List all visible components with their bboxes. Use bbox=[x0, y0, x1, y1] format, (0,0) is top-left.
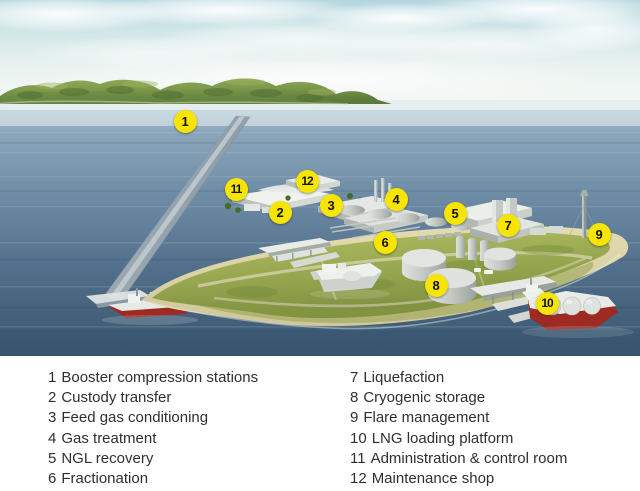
island-landform bbox=[0, 78, 392, 105]
legend-item-label: Liquefaction bbox=[363, 369, 445, 386]
legend-item-number: 6 bbox=[48, 470, 57, 488]
map-marker-6[interactable]: 6 bbox=[373, 230, 397, 254]
legend-item-label: Booster compression stations bbox=[61, 369, 259, 386]
legend-item-number: 9 bbox=[350, 409, 359, 427]
legend-item-number: 10 bbox=[350, 429, 367, 447]
legend-item-label: Feed gas conditioning bbox=[61, 409, 209, 427]
map-marker-2[interactable]: 2 bbox=[268, 200, 292, 224]
legend-item-number: 1 bbox=[48, 369, 57, 386]
legend-item-label: Cryogenic storage bbox=[363, 389, 486, 407]
legend-item-number: 4 bbox=[48, 429, 57, 447]
legend-item-number: 11 bbox=[350, 449, 366, 467]
legend-item-label: NGL recovery bbox=[61, 449, 154, 467]
legend-item-label: LNG loading platform bbox=[371, 429, 514, 447]
legend-item-label: Custody transfer bbox=[61, 389, 172, 407]
map-marker-7[interactable]: 7 bbox=[496, 213, 520, 237]
map-marker-12[interactable]: 12 bbox=[295, 169, 319, 193]
legend-item-label: Flare management bbox=[363, 409, 490, 427]
legend-item-label: Gas treatment bbox=[61, 429, 157, 447]
legend-item-number: 2 bbox=[48, 389, 57, 407]
map-marker-1[interactable]: 1 bbox=[173, 109, 197, 133]
legend-item-number: 12 bbox=[350, 470, 367, 488]
process-trains bbox=[318, 178, 498, 240]
lng-feeder-ship bbox=[310, 263, 390, 299]
map-marker-10[interactable]: 10 bbox=[535, 291, 559, 315]
map-marker-4[interactable]: 4 bbox=[384, 187, 408, 211]
map-marker-5[interactable]: 5 bbox=[443, 201, 467, 225]
flare-stack bbox=[569, 190, 599, 238]
map-marker-9[interactable]: 9 bbox=[587, 222, 611, 246]
map-marker-8[interactable]: 8 bbox=[424, 273, 448, 297]
legend-item-label: Administration & control room bbox=[370, 449, 568, 467]
legend-item-number: 7 bbox=[350, 369, 359, 386]
legend-item-label: Fractionation bbox=[61, 470, 149, 488]
map-marker-11[interactable]: 11 bbox=[224, 177, 248, 201]
legend-item-number: 8 bbox=[350, 389, 359, 407]
legend-item-label: Maintenance shop bbox=[371, 470, 495, 488]
map-marker-3[interactable]: 3 bbox=[319, 193, 343, 217]
legend-item-number: 5 bbox=[48, 449, 57, 467]
legend-item-number: 3 bbox=[48, 409, 57, 427]
